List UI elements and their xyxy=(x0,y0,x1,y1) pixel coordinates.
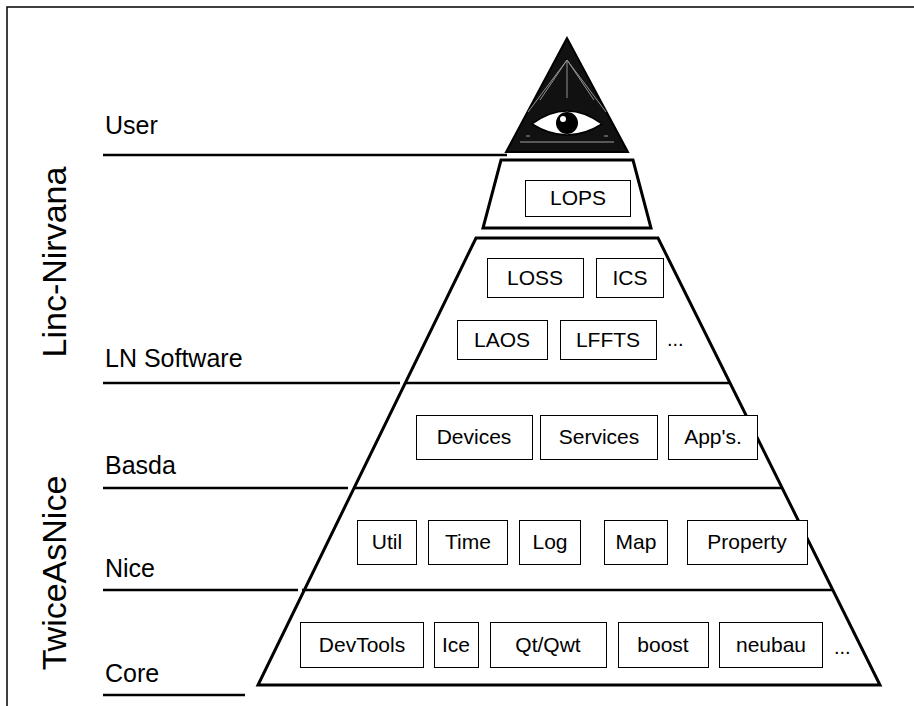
layer-name: User xyxy=(105,112,158,140)
module-box: LOSS xyxy=(487,258,584,298)
layer-name: LN Software xyxy=(105,345,243,373)
eye-of-providence xyxy=(506,38,628,152)
module-name: Time xyxy=(445,530,491,553)
module-box: Ice xyxy=(434,622,479,668)
module-box: LFFTS xyxy=(560,320,657,360)
module-name: Services xyxy=(559,425,640,448)
module-name: Map xyxy=(616,530,657,553)
module-box: Devices xyxy=(416,415,533,460)
module-name: DevTools xyxy=(319,633,405,656)
module-box: Log xyxy=(519,520,581,565)
layer-dividers xyxy=(302,383,833,590)
module-box: Time xyxy=(428,520,508,565)
frame xyxy=(7,7,914,706)
module-name: App's. xyxy=(684,425,742,448)
module-box: LOPS xyxy=(525,180,631,217)
module-name: LAOS xyxy=(474,328,530,351)
module-box: DevTools xyxy=(300,622,424,668)
ellipsis: ... xyxy=(834,636,851,658)
module-box: Map xyxy=(604,520,668,565)
module-name: boost xyxy=(637,633,688,656)
module-box: Qt/Qwt xyxy=(490,622,607,668)
system-name: TwiceAsNice xyxy=(36,476,73,671)
module-box: Services xyxy=(540,415,658,460)
module-name: neubau xyxy=(736,633,806,656)
system-name: Linc-Nirvana xyxy=(36,167,73,358)
ellipsis: ... xyxy=(667,328,684,350)
layer-name: Nice xyxy=(105,555,155,583)
module-box: neubau xyxy=(719,622,823,668)
module-box: Property xyxy=(687,520,808,565)
module-name: Log xyxy=(532,530,567,553)
module-box: boost xyxy=(618,622,709,668)
module-name: Devices xyxy=(437,425,512,448)
pyramid-body xyxy=(258,238,880,685)
user-band xyxy=(483,160,651,228)
module-name: LOPS xyxy=(550,186,606,209)
module-name: Ice xyxy=(442,633,470,656)
module-name: ICS xyxy=(612,266,647,289)
module-box: App's. xyxy=(668,415,758,460)
module-name: LFFTS xyxy=(576,328,640,351)
module-box: LAOS xyxy=(457,320,548,360)
module-box: Util xyxy=(357,520,417,565)
layer-name: Core xyxy=(105,660,159,688)
module-name: LOSS xyxy=(507,266,563,289)
module-name: Property xyxy=(707,530,786,553)
layer-name: Basda xyxy=(105,452,176,480)
module-name: Qt/Qwt xyxy=(515,633,580,656)
module-name: Util xyxy=(372,530,402,553)
module-box: ICS xyxy=(596,258,664,298)
